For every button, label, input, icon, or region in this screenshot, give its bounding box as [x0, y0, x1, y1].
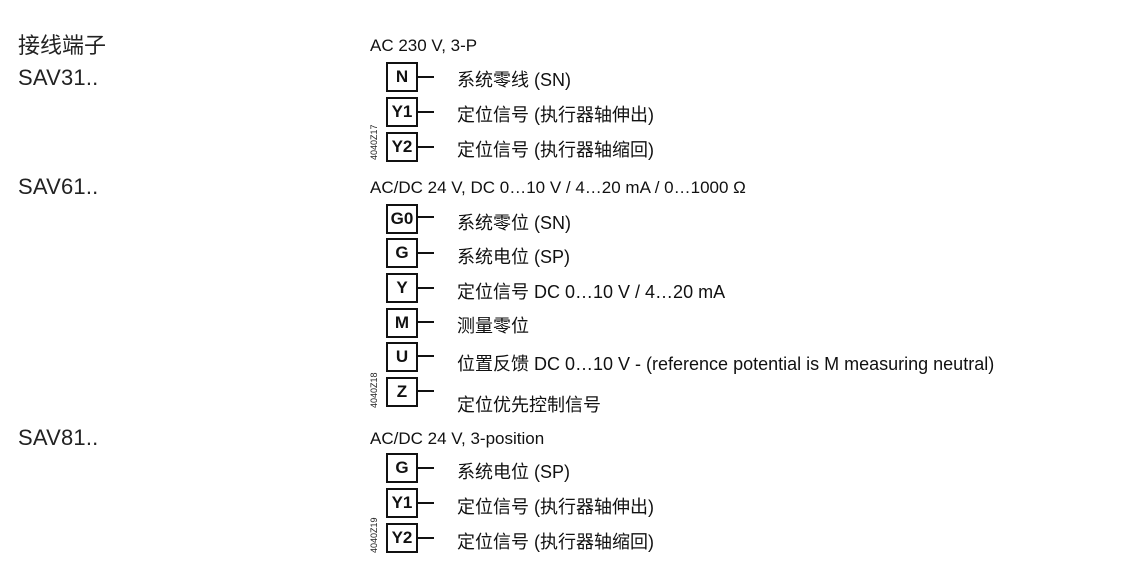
terminal-label: U — [395, 347, 409, 366]
terminal-n: N — [386, 62, 418, 92]
section-title: 接线端子 — [18, 33, 107, 58]
terminal-lead — [418, 355, 434, 357]
terminal-lead — [418, 287, 434, 289]
terminal-z: Z — [386, 377, 418, 407]
terminal-label: Y1 — [391, 493, 413, 512]
terminal-label: Z — [396, 382, 408, 401]
terminal-g: G — [386, 453, 418, 483]
terminal-y2: Y2 — [386, 132, 418, 162]
terminal-description: 系统零线 (SN) — [457, 70, 571, 90]
terminal-g0: G0 — [386, 204, 418, 234]
terminal-description: 系统电位 (SP) — [457, 462, 571, 482]
terminal-y1: Y1 — [386, 488, 418, 518]
terminal-description: 定位信号 (执行器轴缩回) — [457, 140, 654, 160]
terminal-lead — [418, 146, 434, 148]
model-name-sav81: SAV81.. — [18, 425, 99, 450]
terminal-label: G0 — [390, 209, 414, 228]
terminal-label: Y — [396, 278, 408, 297]
terminal-lead — [418, 321, 434, 323]
terminal-label: N — [395, 67, 409, 86]
terminal-lead — [418, 502, 434, 504]
supply-spec-sav31: AC 230 V, 3-P — [370, 36, 478, 55]
drawing-code-sav81: 4040Z19 — [369, 517, 379, 553]
terminal-lead — [418, 467, 434, 469]
terminal-label: Y1 — [391, 102, 413, 121]
terminal-description: 位置反馈 DC 0…10 V - (reference potential is… — [457, 354, 995, 374]
terminal-description: 定位优先控制信号 — [457, 395, 601, 415]
terminal-lead — [418, 111, 434, 113]
terminal-label: M — [394, 313, 410, 332]
model-name-sav61: SAV61.. — [18, 174, 99, 199]
terminal-g: G — [386, 238, 418, 268]
terminal-description: 系统电位 (SP) — [457, 247, 571, 267]
terminal-description: 定位信号 DC 0…10 V / 4…20 mA — [457, 282, 726, 302]
terminal-m: M — [386, 308, 418, 338]
terminal-label: Y2 — [391, 137, 413, 156]
terminal-lead — [418, 252, 434, 254]
terminal-description: 定位信号 (执行器轴伸出) — [457, 497, 654, 517]
terminal-lead — [418, 390, 434, 392]
terminal-lead — [418, 76, 434, 78]
terminal-lead — [418, 537, 434, 539]
supply-spec-sav81: AC/DC 24 V, 3-position — [370, 429, 545, 448]
model-name-sav31: SAV31.. — [18, 65, 99, 90]
terminal-description: 测量零位 — [457, 316, 529, 336]
terminal-lead — [418, 216, 434, 218]
drawing-code-sav31: 4040Z17 — [369, 124, 379, 160]
terminal-label: G — [395, 243, 409, 262]
terminal-label: G — [395, 458, 409, 477]
drawing-code-sav61: 4040Z18 — [369, 372, 379, 408]
terminal-y1: Y1 — [386, 97, 418, 127]
supply-spec-sav61: AC/DC 24 V, DC 0…10 V / 4…20 mA / 0…1000… — [370, 178, 746, 197]
terminal-y: Y — [386, 273, 418, 303]
terminal-description: 系统零位 (SN) — [457, 213, 571, 233]
terminal-u: U — [386, 342, 418, 372]
terminal-description: 定位信号 (执行器轴伸出) — [457, 105, 654, 125]
terminal-label: Y2 — [391, 528, 413, 547]
terminal-y2: Y2 — [386, 523, 418, 553]
terminal-description: 定位信号 (执行器轴缩回) — [457, 532, 654, 552]
